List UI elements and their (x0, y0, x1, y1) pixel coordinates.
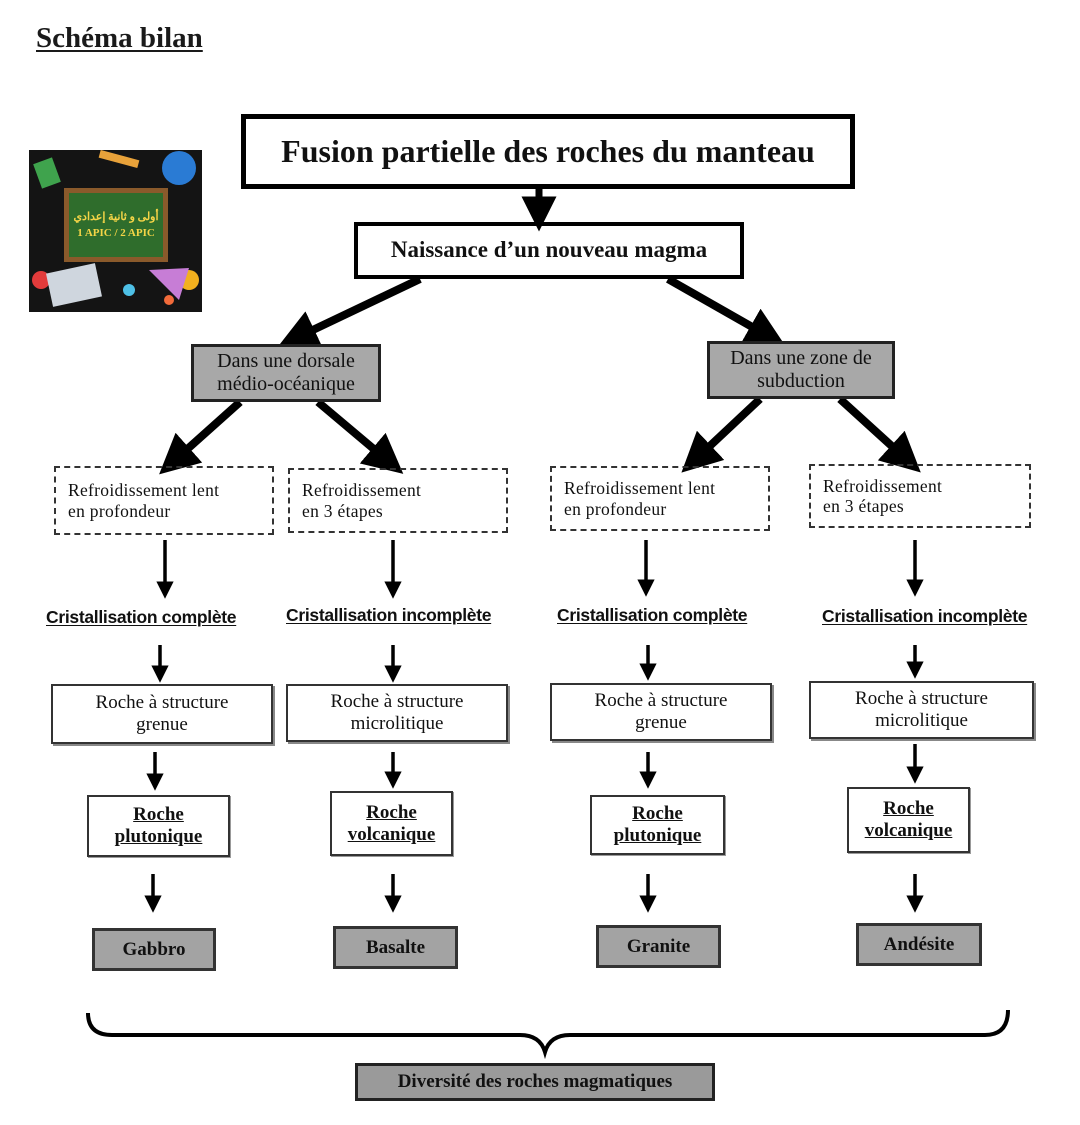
rock-type-line: Roche (883, 798, 934, 820)
rock-type-box-4: Roche volcanique (847, 787, 970, 853)
cooling-box-4: Refroidissement en 3 étapes (809, 464, 1031, 528)
cooling-line: Refroidissement lent (68, 480, 220, 501)
cooling-line: en 3 étapes (823, 496, 905, 516)
rock-type-line: volcanique (864, 820, 953, 841)
subduction-environment-box: Dans une zone de subduction (707, 341, 895, 399)
cooling-box-1: Refroidissement lent en profondeur (54, 466, 274, 535)
cooling-box-2: Refroidissement en 3 étapes (288, 468, 508, 533)
rock-type-box-1: Roche plutonique (87, 795, 230, 857)
rock-type-line: plutonique (114, 826, 203, 847)
cooling-line: Refroidissement (302, 480, 422, 501)
rock-type-box-2: Roche volcanique (330, 791, 453, 856)
page-title: Schéma bilan (36, 22, 203, 54)
structure-line: Roche à structure (330, 691, 464, 713)
rock-type-line: Roche (133, 804, 184, 826)
rock-name-box-3: Granite (596, 925, 721, 968)
partial-melting-box: Fusion partielle des roches du manteau (241, 114, 855, 189)
cooling-line: en profondeur (68, 500, 171, 521)
structure-box-4: Roche à structure microlitique (809, 681, 1034, 739)
new-magma-box: Naissance d’un nouveau magma (354, 222, 744, 279)
crystallization-label-1: Cristallisation complète (46, 607, 237, 627)
rock-type-line: Roche (366, 801, 417, 823)
rock-type-line: volcanique (347, 823, 436, 845)
env-line: Dans une zone de (730, 347, 872, 369)
env-line: médio-océanique (217, 373, 355, 395)
structure-line: microlitique (875, 710, 968, 731)
structure-line: Roche à structure (594, 690, 728, 712)
structure-box-3: Roche à structure grenue (550, 683, 772, 741)
logo-decoration-icon (32, 150, 199, 307)
cooling-line: en 3 étapes (302, 500, 384, 521)
structure-line: grenue (635, 712, 687, 733)
rock-name-box-2: Basalte (333, 926, 458, 969)
env-line: subduction (757, 370, 845, 392)
structure-line: grenue (136, 714, 188, 735)
structure-line: microlitique (350, 713, 444, 734)
structure-box-2: Roche à structure microlitique (286, 684, 508, 742)
cooling-line: Refroidissement (823, 475, 943, 496)
structure-box-1: Roche à structure grenue (51, 684, 273, 744)
rock-name-box-4: Andésite (856, 923, 982, 966)
structure-line: Roche à structure (95, 692, 229, 714)
logo-arabic-text: أولى و ثانية إعدادي (73, 210, 159, 223)
chalkboard: أولى و ثانية إعدادي 1 APIC / 2 APIC (64, 188, 168, 262)
logo-latin-text: 1 APIC / 2 APIC (77, 227, 155, 239)
structure-line: Roche à structure (855, 688, 988, 710)
rock-type-line: Roche (632, 803, 683, 825)
crystallization-label-4: Cristallisation incomplète (822, 606, 1028, 626)
rock-type-box-3: Roche plutonique (590, 795, 725, 855)
cooling-line: en profondeur (564, 498, 667, 519)
rock-type-line: plutonique (613, 825, 702, 846)
rock-name-box-1: Gabbro (92, 928, 216, 971)
env-line: Dans une dorsale (217, 350, 355, 372)
ridge-environment-box: Dans une dorsale médio-océanique (191, 344, 381, 402)
cooling-line: Refroidissement lent (564, 478, 716, 499)
cooling-box-3: Refroidissement lent en profondeur (550, 466, 770, 531)
school-logo: أولى و ثانية إعدادي 1 APIC / 2 APIC (29, 150, 202, 312)
magmatic-diversity-box: Diversité des roches magmatiques (355, 1063, 715, 1101)
summary-brace (86, 1009, 1010, 1060)
crystallization-label-2: Cristallisation incomplète (286, 605, 492, 625)
crystallization-label-3: Cristallisation complète (557, 605, 748, 625)
